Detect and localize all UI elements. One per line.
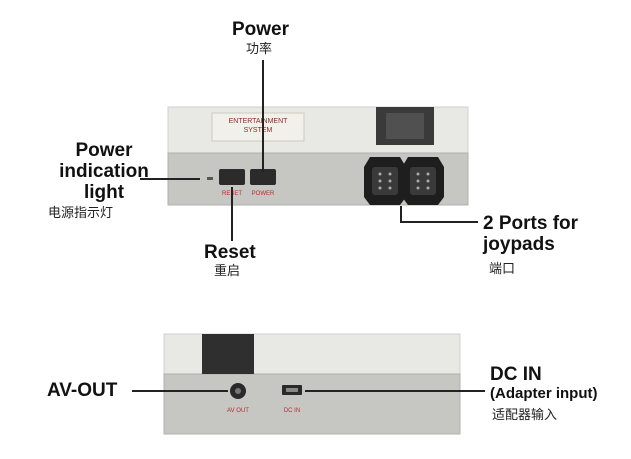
console-title-line1: ENTERTAINMENT xyxy=(229,118,289,125)
power-indication-leader-line xyxy=(140,178,200,180)
power-indication-line2: indication xyxy=(59,161,149,182)
dc-in-label-zh: 适配器输入 xyxy=(492,408,558,423)
ports-label-zh: 端口 xyxy=(489,262,516,277)
reset-label-zh: 重启 xyxy=(214,264,241,279)
power-indication-label: Power indication light xyxy=(48,140,160,203)
ports-label: 2 Ports for joypads xyxy=(483,213,578,255)
power-indication-line1: Power xyxy=(75,140,133,161)
reset-leader-line xyxy=(231,187,233,241)
ports-leader-line-vertical xyxy=(400,206,402,222)
dc-in-label: DC IN xyxy=(490,364,542,385)
av-out-label: AV-OUT xyxy=(47,380,118,401)
power-label: Power xyxy=(232,19,290,40)
ports-label-line2: joypads xyxy=(483,234,555,255)
controller-port-1 xyxy=(364,157,406,205)
power-leader-line xyxy=(262,60,264,172)
power-indication-label-zh: 电源指示灯 xyxy=(48,206,114,221)
console-back-view: AV OUT DC IN xyxy=(163,333,461,435)
ports-leader-line-horizontal xyxy=(400,221,478,223)
power-button[interactable] xyxy=(250,169,276,185)
back-port-housing xyxy=(202,334,254,374)
dc-in-port-label: DC IN xyxy=(284,408,300,414)
power-label-zh: 功率 xyxy=(246,42,273,57)
power-led xyxy=(207,177,213,180)
dc-in-leader-line xyxy=(305,390,485,392)
dc-in-sub-label: (Adapter input) xyxy=(490,385,598,402)
reset-button[interactable] xyxy=(219,169,245,185)
av-out-port-label: AV OUT xyxy=(227,408,249,414)
controller-port-2 xyxy=(402,157,444,205)
power-indication-line3: light xyxy=(83,182,125,203)
power-button-label: POWER xyxy=(252,191,275,197)
entertainment-system-label xyxy=(211,112,305,142)
console-front-view: ENTERTAINMENT SYSTEM RESET POWER xyxy=(167,106,469,206)
ports-label-line1: 2 Ports for xyxy=(483,213,579,234)
reset-label: Reset xyxy=(204,242,256,263)
av-out-leader-line xyxy=(132,390,228,392)
console-title-line2: SYSTEM xyxy=(244,127,273,134)
